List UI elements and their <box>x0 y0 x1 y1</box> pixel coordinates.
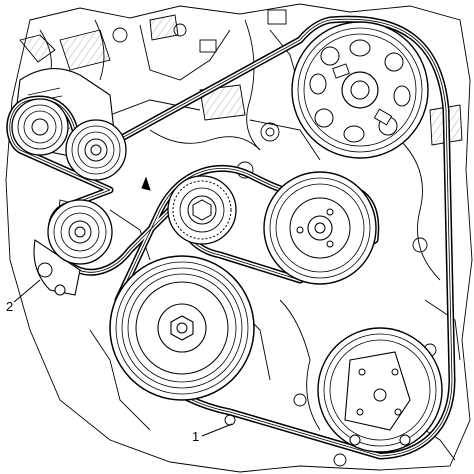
idler-pulley <box>167 175 237 245</box>
harmonic-balancer <box>109 255 255 401</box>
alternator-pulley <box>65 119 127 181</box>
water-pump-pulley <box>291 21 429 159</box>
callout-tensioner: 2 <box>6 279 41 314</box>
callout-tensioner-label: 2 <box>6 299 13 314</box>
rotation-arrow-icon <box>141 176 151 191</box>
ac-compressor-pulley <box>317 327 443 453</box>
crankshaft-pulley <box>263 171 377 285</box>
belt-tensioner-pulley <box>33 199 113 296</box>
callout-belt-label: 1 <box>192 429 199 444</box>
callout-belt: 1 <box>192 423 233 444</box>
upper-left-pulley <box>11 98 69 156</box>
